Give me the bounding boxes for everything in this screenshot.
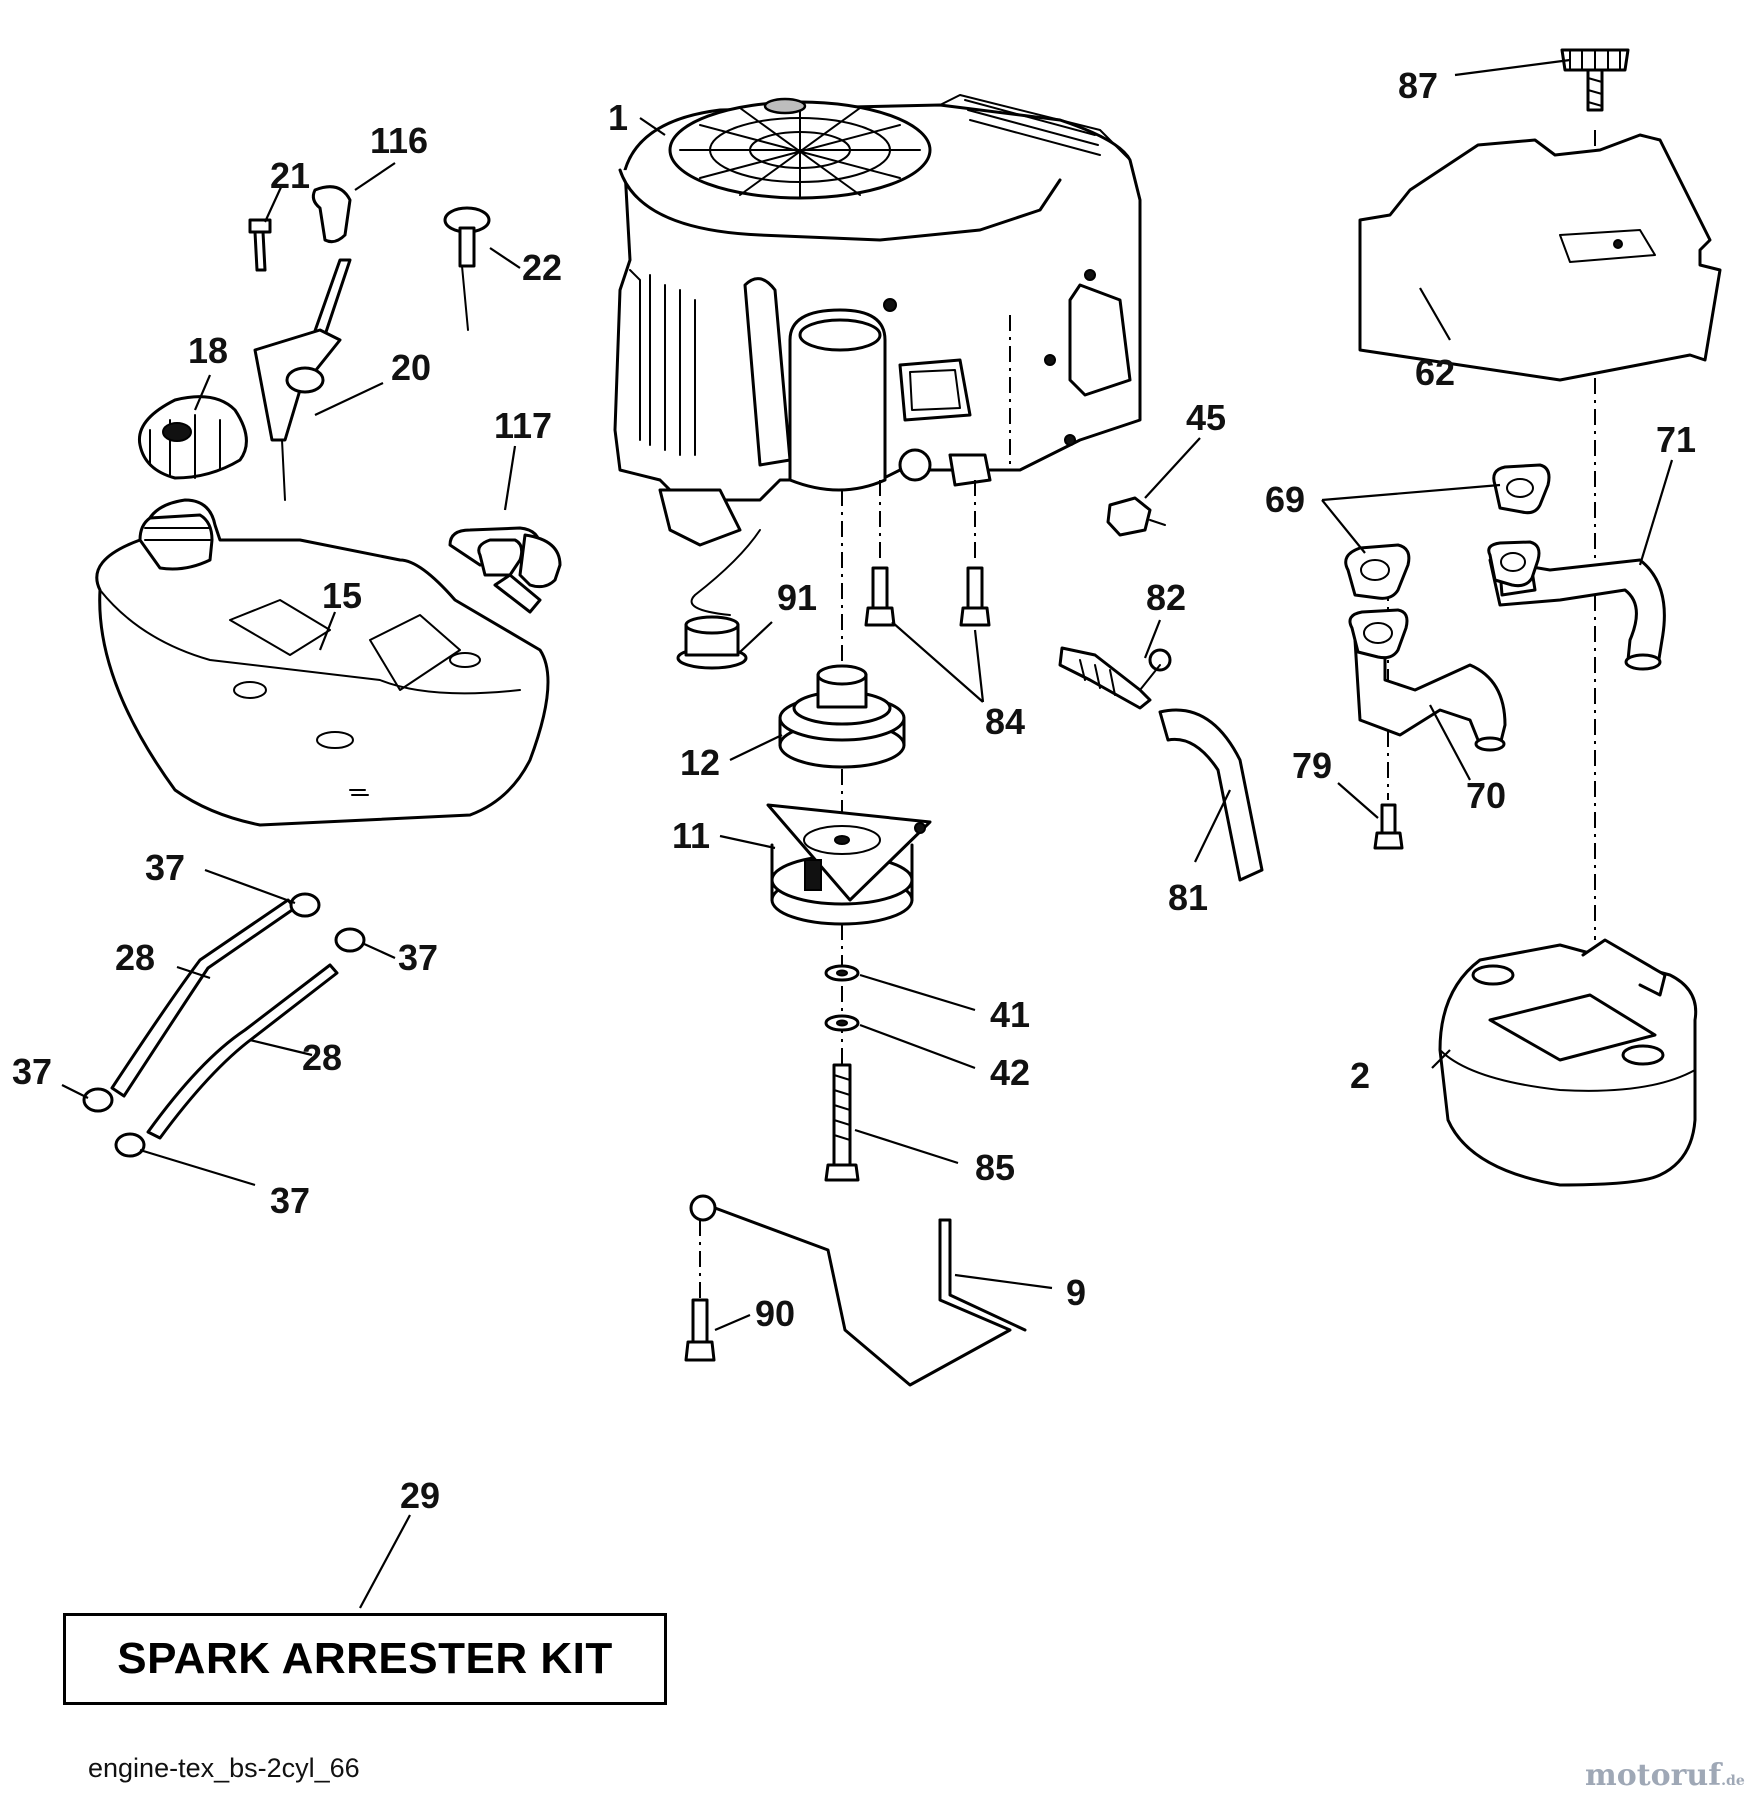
callout-15: 15 (322, 575, 363, 616)
bracket-bolt (684, 1220, 716, 1362)
callout-81: 81 (1168, 877, 1209, 918)
fuel-shutoff-valve (448, 526, 562, 614)
heat-shield (1358, 133, 1722, 382)
callout-22: 22 (522, 247, 563, 288)
engine-nut (1106, 496, 1166, 537)
shield-knob (1560, 48, 1630, 112)
engine-pulley (778, 664, 906, 769)
callout-12: 12 (680, 742, 721, 783)
throttle-control (248, 185, 352, 501)
leader-lines (61, 58, 1674, 1609)
callout-69: 69 (1265, 479, 1306, 520)
hose-clamps (82, 892, 366, 1158)
fuel-hose (1158, 708, 1264, 882)
washers (824, 964, 860, 1032)
callout-28-lower: 28 (302, 1037, 343, 1078)
callout-1: 1 (608, 97, 629, 138)
fuel-hoses (110, 898, 339, 1140)
watermark-suffix: .de (1721, 1773, 1745, 1789)
choke-knob (443, 206, 491, 331)
callout-71: 71 (1656, 419, 1697, 460)
callout-29: 29 (400, 1475, 441, 1516)
callout-79: 79 (1292, 745, 1333, 786)
exhaust-gaskets (1344, 463, 1551, 660)
fuel-cap (137, 395, 248, 480)
callout-84: 84 (985, 701, 1026, 742)
callout-37-bottom: 37 (270, 1180, 311, 1221)
bushing (676, 529, 761, 670)
fuel-filter (1058, 646, 1172, 710)
exhaust-pipe-lower (1353, 638, 1507, 752)
fuel-tank (95, 498, 550, 827)
watermark-text: motoruf (1585, 1758, 1722, 1793)
callout-37-top: 37 (145, 847, 186, 888)
callout-20: 20 (391, 347, 432, 388)
watermark-logo: motoruf.de (1585, 1758, 1745, 1793)
callout-62: 62 (1415, 352, 1456, 393)
callout-45: 45 (1186, 397, 1227, 438)
callout-37-right: 37 (398, 937, 439, 978)
exhaust-bolt (1373, 803, 1404, 850)
callout-116: 116 (370, 120, 429, 161)
muffler (1438, 938, 1698, 1187)
callout-90: 90 (755, 1293, 796, 1334)
spark-arrester-kit-label: SPARK ARRESTER KIT (117, 1634, 613, 1683)
callout-70: 70 (1466, 775, 1507, 816)
callout-18: 18 (188, 330, 229, 371)
callout-21: 21 (270, 155, 311, 196)
clutch-bracket-rod (689, 1194, 1027, 1387)
electric-clutch (766, 803, 932, 926)
callout-85: 85 (975, 1147, 1016, 1188)
spark-arrester-kit-box: SPARK ARRESTER KIT (63, 1613, 667, 1705)
diagram-code: engine-tex_bs-2cyl_66 (88, 1753, 360, 1783)
callout-82: 82 (1146, 577, 1187, 618)
callout-117: 117 (494, 405, 553, 446)
callout-9: 9 (1066, 1272, 1087, 1313)
callout-91: 91 (777, 577, 818, 618)
engine-mounting-bolts (864, 566, 991, 627)
callout-41: 41 (990, 994, 1031, 1035)
callout-11: 11 (672, 815, 711, 856)
callout-2: 2 (1350, 1055, 1371, 1096)
callout-42: 42 (990, 1052, 1031, 1093)
callout-28-upper: 28 (115, 937, 156, 978)
callout-37-left: 37 (12, 1051, 53, 1092)
callout-87: 87 (1398, 65, 1439, 106)
engine (613, 94, 1142, 547)
clutch-bolt (824, 1063, 860, 1182)
